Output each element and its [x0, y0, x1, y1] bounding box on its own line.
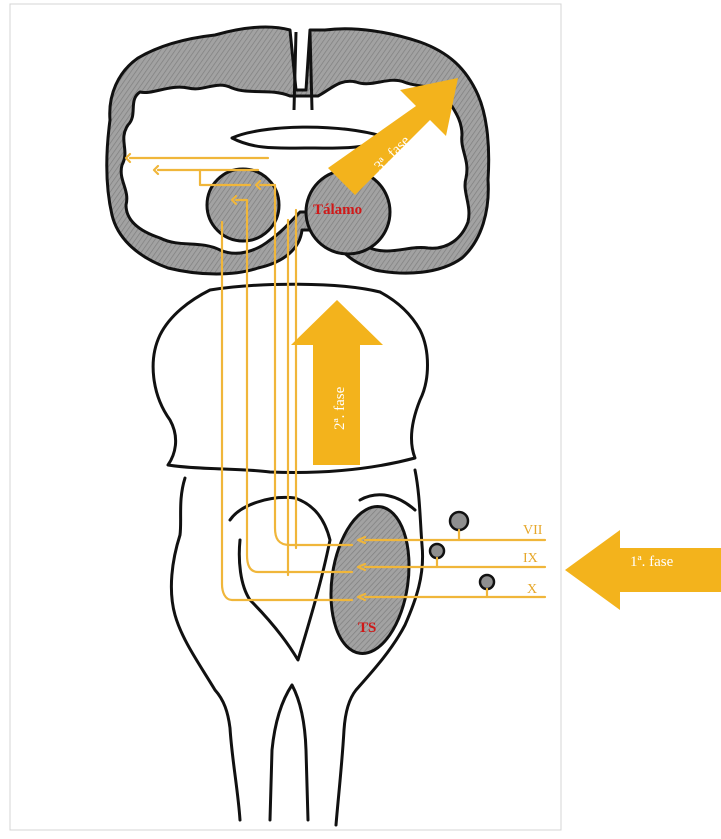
nerve-label-ix: IX	[523, 551, 538, 566]
phase1-label: 1ª. fase	[630, 554, 674, 570]
ganglion-x	[480, 575, 494, 589]
nerve-label-x: X	[527, 582, 537, 597]
nerve-label-vii: VII	[523, 523, 543, 538]
phase2-label: 2ª. fase	[332, 386, 348, 430]
arrow-phase1	[565, 530, 721, 610]
thalamus-left	[207, 169, 279, 241]
solitary-nucleus-label: TS	[358, 620, 376, 636]
ganglion-vii	[450, 512, 468, 530]
ganglion-ix	[430, 544, 444, 558]
thalamus-label: Tálamo	[313, 202, 362, 218]
